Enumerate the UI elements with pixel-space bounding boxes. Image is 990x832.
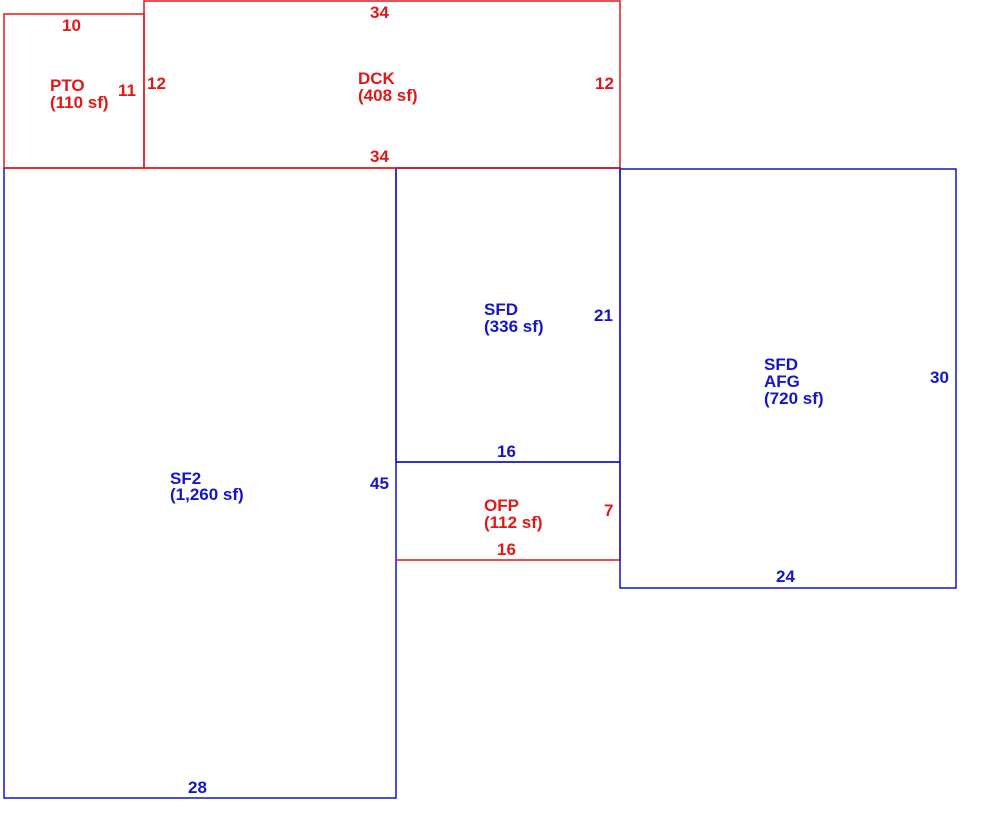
pto-label-area: (110 sf): [50, 93, 109, 112]
area-sf2: [3, 168, 397, 799]
dck-dim-right: 12: [595, 74, 614, 93]
area-sfd-afg: [619, 168, 957, 589]
dck-dim-left: 12: [147, 74, 166, 93]
sf2-dim-right: 45: [370, 474, 389, 493]
dck-label-area: (408 sf): [358, 86, 418, 105]
pto-label-code: PTO: [50, 76, 85, 95]
sf2-label-code: SF2: [170, 469, 201, 488]
sf2-outline: [3, 168, 397, 799]
ofp-label-area: (112 sf): [484, 513, 543, 532]
ofp-dim-right: 7: [604, 501, 613, 520]
pto-dim-top: 10: [62, 16, 81, 35]
dck-dim-top: 34: [370, 3, 389, 22]
sfd-afg-dim-bottom: 24: [776, 567, 795, 586]
pto-dim-right: 11: [118, 81, 136, 100]
sfd-afg-outline: [619, 168, 957, 589]
ofp-dim-bottom: 16: [497, 540, 516, 559]
sfd-afg-label-line1: SFD: [764, 355, 798, 374]
dck-label-code: DCK: [358, 69, 396, 88]
sfd-small-label-area: (336 sf): [484, 317, 544, 336]
sfd-afg-label-line2: AFG: [764, 372, 800, 391]
dck-dim-bottom: 34: [370, 147, 389, 166]
sfd-small-dim-bottom: 16: [497, 442, 516, 461]
sfd-afg-dim-right: 30: [930, 368, 949, 387]
sfd-afg-label-area: (720 sf): [764, 389, 824, 408]
ofp-label-code: OFP: [484, 496, 519, 515]
sf2-dim-bottom: 28: [188, 778, 207, 797]
sfd-small-dim-right: 21: [594, 306, 613, 325]
sfd-small-label-code: SFD: [484, 300, 518, 319]
sf2-label-area: (1,260 sf): [170, 485, 244, 504]
